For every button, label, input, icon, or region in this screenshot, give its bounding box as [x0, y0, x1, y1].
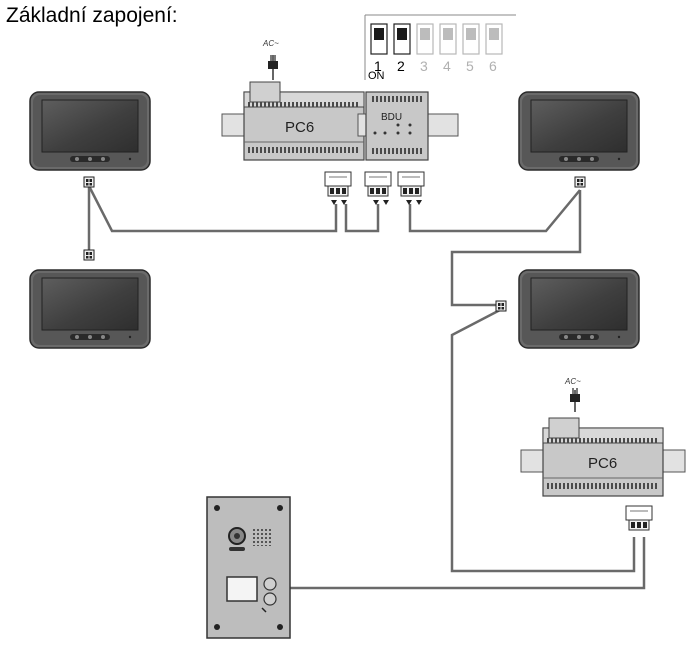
power-label-bottom: AC~ — [564, 377, 581, 386]
bdu-unit: BDU — [357, 91, 459, 161]
diagram-title: Základní zapojení: — [6, 4, 178, 27]
power-plug-icon-bottom — [570, 388, 580, 412]
connector-monitor2 — [83, 249, 95, 261]
dip-number-6: 6 — [489, 58, 497, 74]
dip-switch-2: 2 — [393, 23, 411, 74]
dip-switch-6: 6 — [485, 23, 503, 74]
terminal-block-bdu-right — [397, 171, 425, 197]
wire-bdu-to-monitor3 — [408, 189, 581, 233]
door-station — [206, 496, 291, 639]
call-button-1 — [263, 577, 277, 591]
dip-switch-3: 3 — [416, 23, 434, 74]
call-button-2 — [263, 592, 277, 606]
monitor-top-right — [518, 91, 640, 171]
terminal-block-pc6-bottom — [625, 505, 653, 531]
dip-number-4: 4 — [443, 58, 451, 74]
bdu-label: BDU — [381, 112, 402, 123]
name-plate — [226, 576, 258, 602]
monitor-top-left — [29, 91, 151, 171]
dip-switch-1: 1 — [370, 23, 388, 74]
pc6-power-supply-bottom: AC~ PC6 — [520, 377, 686, 497]
wire-monitor1-to-pc6 — [87, 185, 338, 233]
monitor-bottom-left — [29, 269, 151, 349]
dip-number-2: 2 — [397, 58, 405, 74]
terminal-block-pc6 — [324, 171, 352, 197]
monitor-middle-right — [518, 269, 640, 349]
wire-pc6-to-bdu — [344, 204, 380, 233]
connector-monitor4 — [495, 300, 507, 312]
dip-switch-4: 4 — [439, 23, 457, 74]
wires — [87, 185, 646, 590]
power-label-top: AC~ — [262, 39, 279, 48]
wire-doorstation-to-pc6b — [286, 537, 646, 590]
dip-switch-5: 5 — [462, 23, 480, 74]
dip-on-label: ON — [368, 70, 385, 82]
wire-monitor4-to-pc6b — [450, 308, 636, 573]
connector-monitor3 — [574, 176, 586, 188]
dip-number-5: 5 — [466, 58, 474, 74]
pc6-power-supply-top: AC~ PC6 — [221, 39, 387, 161]
dip-number-1: 1 — [374, 58, 382, 74]
pc6-label-bottom: PC6 — [588, 455, 617, 472]
speaker-grille — [251, 528, 271, 546]
pc6-label-top: PC6 — [285, 119, 314, 136]
power-plug-icon — [268, 55, 278, 80]
terminal-block-bdu-left — [364, 171, 392, 197]
terminal-arrows — [331, 200, 422, 205]
connector-monitor1 — [83, 176, 95, 188]
dip-number-3: 3 — [420, 58, 428, 74]
wire-monitor3-to-monitor4 — [450, 190, 582, 307]
